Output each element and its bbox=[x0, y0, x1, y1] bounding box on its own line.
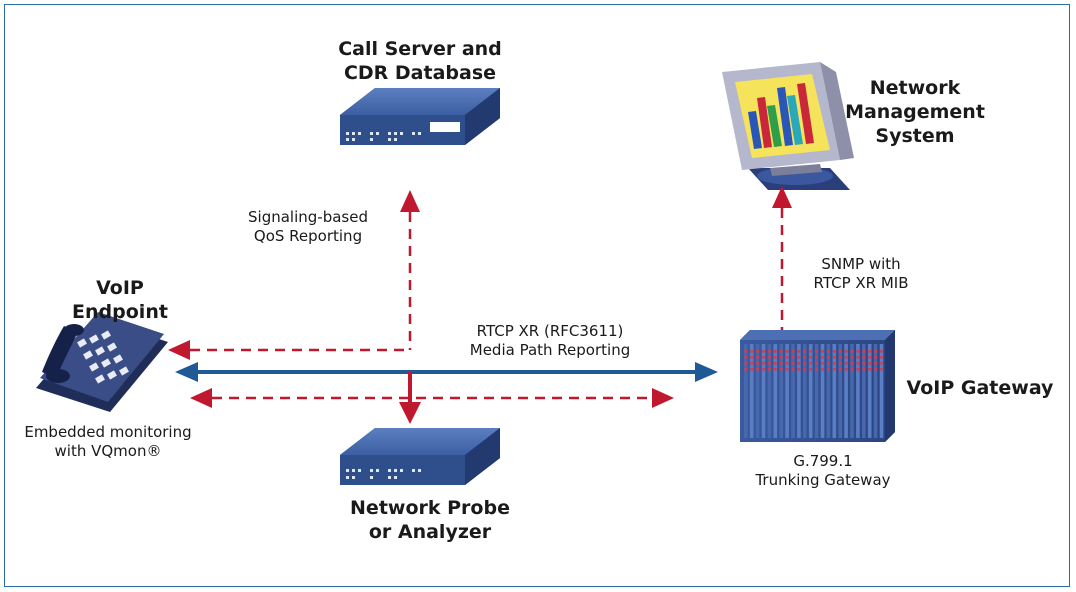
monitor-chart-icon bbox=[722, 62, 854, 190]
voip-endpoint-line1: VoIP bbox=[96, 277, 144, 299]
reporting-arrowheads bbox=[168, 186, 792, 424]
probe-line1: Network Probe bbox=[350, 497, 510, 519]
nms-label: Network Management System bbox=[840, 77, 990, 148]
snmp-line1: SNMP with bbox=[821, 255, 901, 273]
network-probe-device-icon bbox=[340, 428, 500, 485]
rtcp-line1: RTCP XR (RFC3611) bbox=[476, 322, 624, 340]
call-server-line1: Call Server and bbox=[338, 38, 502, 60]
snmp-line2: RTCP XR MIB bbox=[813, 273, 909, 292]
snmp-label: SNMP with RTCP XR MIB bbox=[796, 255, 926, 293]
gateway-line2: Trunking Gateway bbox=[755, 470, 891, 489]
call-server-label: Call Server and CDR Database bbox=[308, 38, 532, 86]
diagram-frame bbox=[4, 4, 1070, 587]
voip-gateway-rack-icon bbox=[740, 330, 895, 442]
gateway-sub-label: G.799.1 Trunking Gateway bbox=[738, 452, 908, 490]
voip-endpoint-label: VoIP Endpoint bbox=[60, 277, 180, 325]
probe-label: Network Probe or Analyzer bbox=[330, 497, 530, 545]
probe-line2: or Analyzer bbox=[368, 520, 492, 543]
voip-endpoint-line2: Endpoint bbox=[72, 300, 168, 323]
nms-line3: System bbox=[875, 124, 955, 147]
signaling-label: Signaling-based QoS Reporting bbox=[228, 208, 388, 246]
rtcp-label: RTCP XR (RFC3611) Media Path Reporting bbox=[445, 322, 655, 360]
embedded-line1: Embedded monitoring bbox=[24, 423, 192, 441]
gateway-line1: G.799.1 bbox=[793, 452, 853, 470]
reporting-arrows bbox=[190, 208, 784, 404]
media-path-arrow bbox=[175, 362, 718, 382]
signaling-line2: QoS Reporting bbox=[253, 226, 363, 245]
rtcp-line2: Media Path Reporting bbox=[469, 340, 631, 359]
nms-line1: Network bbox=[869, 77, 961, 99]
call-server-line2: CDR Database bbox=[343, 61, 497, 84]
nms-line2: Management bbox=[845, 100, 985, 123]
call-server-device-icon bbox=[340, 88, 500, 145]
embedded-monitoring-label: Embedded monitoring with VQmon® bbox=[8, 423, 208, 461]
voip-phone-icon bbox=[36, 312, 168, 412]
voip-gateway-title: VoIP Gateway bbox=[906, 377, 1054, 399]
signaling-line1: Signaling-based bbox=[248, 208, 368, 226]
embedded-line2: with VQmon® bbox=[54, 441, 162, 460]
